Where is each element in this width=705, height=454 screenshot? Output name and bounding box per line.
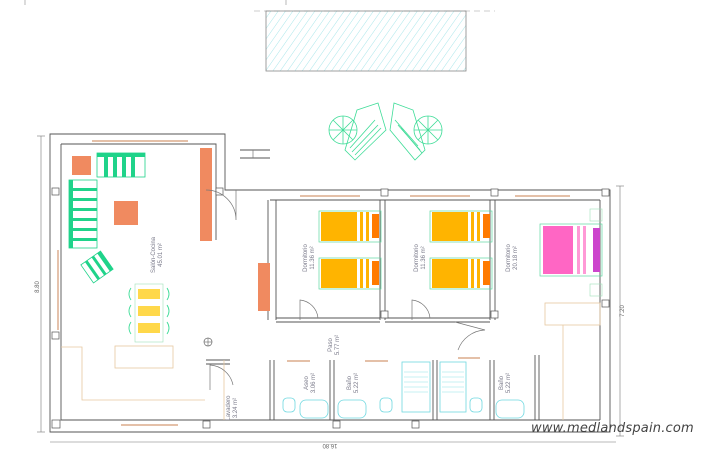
pool [254,10,495,72]
room-label-bano-2: Baño [499,375,505,390]
room-area-dormitorio-3: 20.18 m² [513,246,519,270]
walls [49,133,611,433]
room-label-paso: Paso [328,338,334,352]
dimension-left: 8.80 [35,281,41,293]
room-area-bano-2: 5.22 m² [506,373,512,393]
room-label-dormitorio-2: Dormitorio [414,244,420,272]
room-label-salon-cocina: Salón-Cocina [151,236,157,273]
room-labels: Salón-Cocina 45.01 m² Dormitorio 11.36 m… [151,236,519,420]
living-kitchen-furniture [68,148,270,347]
dimension-bottom: 16.80 [322,442,338,448]
sun-loungers [328,102,443,161]
room-area-aseo: 3.06 m² [311,373,317,393]
room-label-aseo: Aseo [304,376,310,390]
room-label-bano-1: Baño [347,375,353,390]
room-area-dormitorio-1: 11.36 m² [310,246,316,269]
dimension-lines [37,135,624,443]
room-area-lavadero: 3.24 m² [233,398,239,418]
room-label-lavadero: Lavadero [226,395,232,421]
windows [57,140,570,426]
dimension-right: 7.20 [620,305,626,317]
doors [205,150,486,390]
sanitary-fixtures [282,361,525,419]
watermark: www.medlandspain.com [531,421,694,436]
beds-bedroom-2 [429,210,493,290]
room-label-dormitorio-1: Dormitorio [303,244,309,272]
room-area-salon-cocina: 45.01 m² [158,243,164,267]
shower-lines [404,371,464,393]
room-area-bano-1: 5.22 m² [354,373,360,393]
room-area-paso: 5.77 m² [335,335,341,355]
columns [51,187,610,429]
beds-bedroom-1 [318,210,382,290]
room-label-dormitorio-3: Dormitorio [506,244,512,272]
room-area-dormitorio-2: 11.36 m² [421,246,427,269]
bed-master [539,208,603,297]
counters [61,302,601,420]
